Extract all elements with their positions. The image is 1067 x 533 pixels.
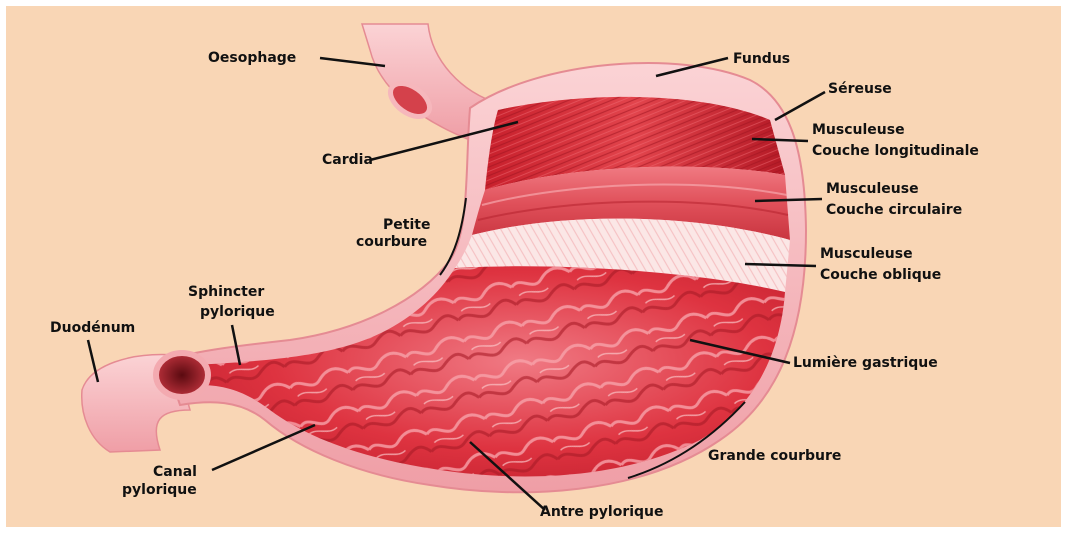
label-oblique-2: Couche oblique <box>820 267 941 283</box>
label-canal-2: pylorique <box>122 482 197 498</box>
label-longitudinale-1: Musculeuse <box>812 122 905 138</box>
label-grande-courbure: Grande courbure <box>708 448 841 464</box>
label-longitudinale-2: Couche longitudinale <box>812 143 979 159</box>
label-circulaire-1: Musculeuse <box>826 181 919 197</box>
pyloric-opening <box>156 353 208 397</box>
label-antre-pylorique: Antre pylorique <box>540 504 664 520</box>
label-fundus: Fundus <box>733 51 790 67</box>
label-canal-1: Canal <box>153 464 197 480</box>
label-sereuse: Séreuse <box>828 81 892 97</box>
label-petite-courbure-1: Petite <box>383 217 430 233</box>
label-duodenum: Duodénum <box>50 320 135 336</box>
label-oesophage: Oesophage <box>208 50 296 66</box>
label-lumiere-gastrique: Lumière gastrique <box>793 355 938 371</box>
label-sphincter-2: pylorique <box>200 304 275 320</box>
label-circulaire-2: Couche circulaire <box>826 202 962 218</box>
label-cardia: Cardia <box>322 152 373 168</box>
label-petite-courbure-2: courbure <box>356 234 427 250</box>
label-oblique-1: Musculeuse <box>820 246 913 262</box>
label-sphincter-1: Sphincter <box>188 284 264 300</box>
